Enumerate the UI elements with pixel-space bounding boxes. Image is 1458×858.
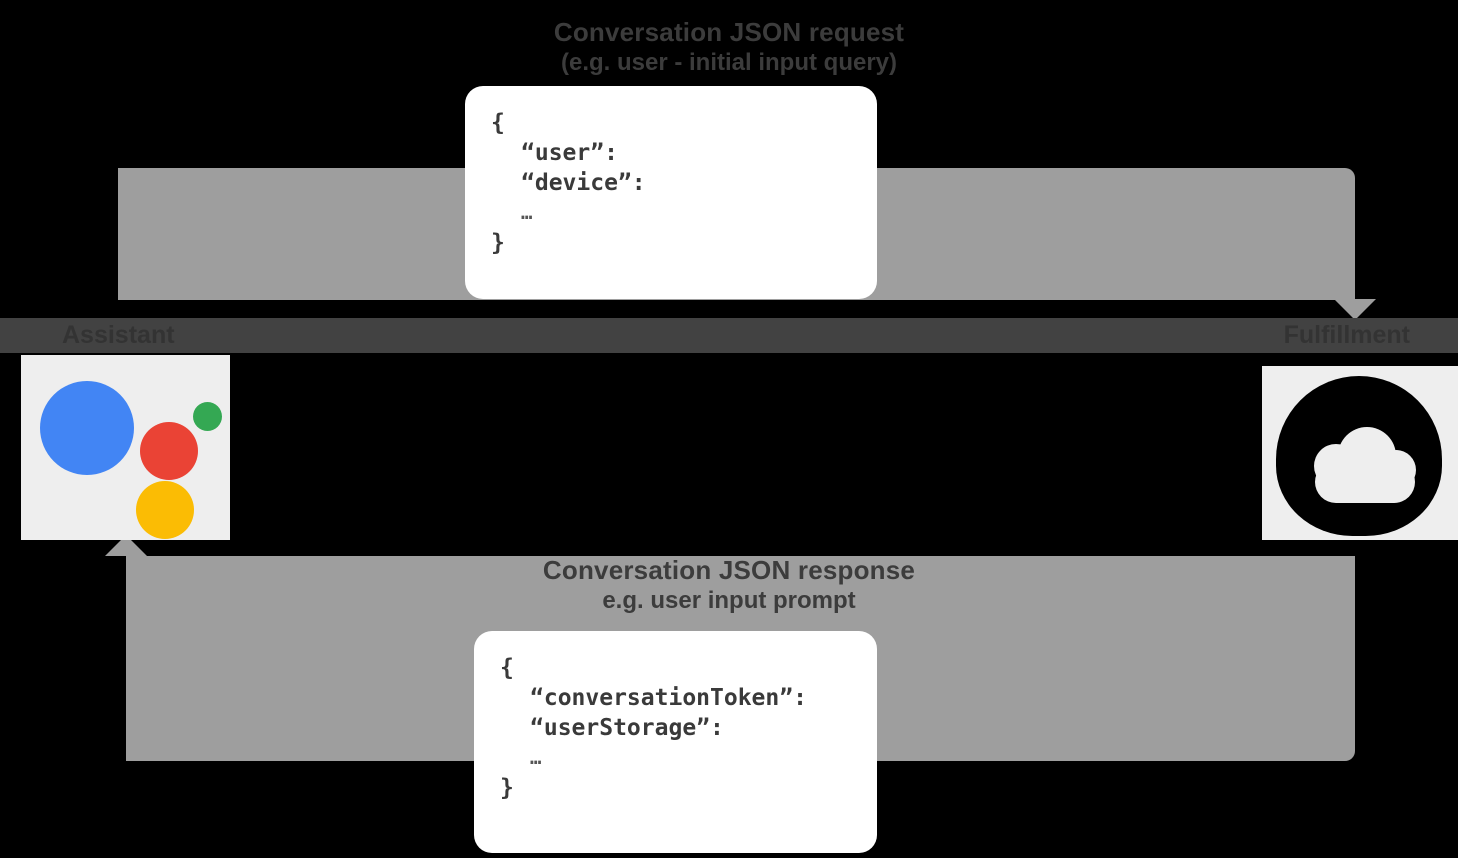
response-arrowhead-icon [105,535,147,556]
json-ellipsis: … [530,747,544,769]
request-json-card: { “user”: “device”: … } [465,86,877,299]
fulfillment-label: Fulfillment [1283,321,1410,349]
request-arrowhead-icon [1334,299,1376,320]
json-open-brace: { [491,110,505,136]
json-close-brace: } [500,775,514,801]
assistant-dot-red-icon [140,422,198,480]
request-caption-subtitle: (e.g. user - initial input query) [560,49,898,76]
json-open-brace: { [500,655,514,681]
json-ellipsis: … [521,202,535,224]
request-caption-title: Conversation JSON request [553,17,905,47]
assistant-dot-green-icon [193,402,222,431]
assistant-dot-blue-icon [40,381,134,475]
assistant-label: Assistant [62,321,175,349]
response-caption: Conversation JSON response e.g. user inp… [0,554,1458,616]
json-key: “device”: [521,170,646,196]
cloud-puff-right-shape [1376,450,1416,490]
response-caption-title: Conversation JSON response [542,555,916,585]
request-caption: Conversation JSON request (e.g. user - i… [0,16,1458,78]
json-key: “conversationToken”: [530,685,807,711]
response-caption-subtitle: e.g. user input prompt [602,587,856,614]
response-json-card: { “conversationToken”: “userStorage”: … … [474,631,877,853]
cloud-function-icon [1262,366,1458,540]
json-key: “userStorage”: [530,715,724,741]
cloud-disc-shape [1276,376,1442,536]
google-assistant-icon [21,355,230,540]
center-divider-strip [0,318,1458,353]
assistant-dot-yellow-icon [136,481,194,539]
json-close-brace: } [491,230,505,256]
json-key: “user”: [521,140,618,166]
